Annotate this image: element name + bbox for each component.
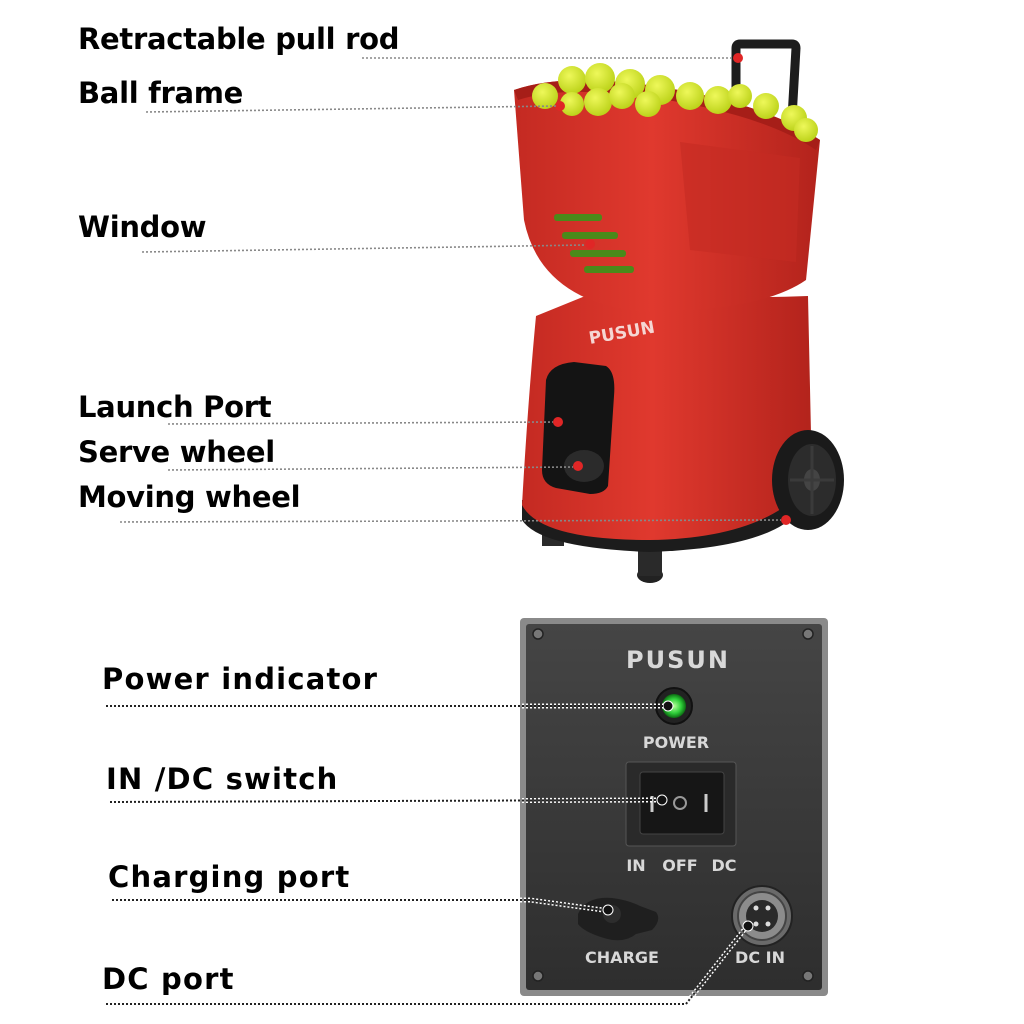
charge-text: CHARGE [585,948,659,967]
label-ball-frame: Ball frame [78,76,244,110]
ball-machine: PUSUN [514,39,844,583]
switch-off-text: OFF [662,856,697,875]
label-dc-port: DC port [102,962,235,996]
label-serve-wheel: Serve wheel [78,435,275,469]
serve-wheel [564,450,604,482]
label-moving-wheel: Moving wheel [78,480,301,514]
power-text: POWER [643,733,709,752]
label-retractable-pull-rod: Retractable pull rod [78,22,400,56]
panel-leader-lines [106,703,746,1007]
control-panel: PUSUN POWER IN OFF DC CHARGE [520,618,828,996]
window-slots [554,214,634,273]
label-charging-port: Charging port [108,860,351,894]
label-in-dc-switch: IN /DC switch [106,762,339,796]
machine-leader-lines [119,57,782,523]
switch-dc-text: DC [711,856,736,875]
pull-rod [731,39,801,119]
rocker-switch [639,771,725,835]
label-launch-port: Launch Port [78,390,272,424]
label-window: Window [78,210,207,244]
power-led [662,694,686,718]
switch-in-text: IN [626,856,645,875]
label-power-indicator: Power indicator [102,662,379,696]
moving-wheel [772,430,844,530]
panel-brand: PUSUN [626,646,730,674]
tennis-balls [532,63,818,142]
dc-in-text: DC IN [735,948,785,967]
